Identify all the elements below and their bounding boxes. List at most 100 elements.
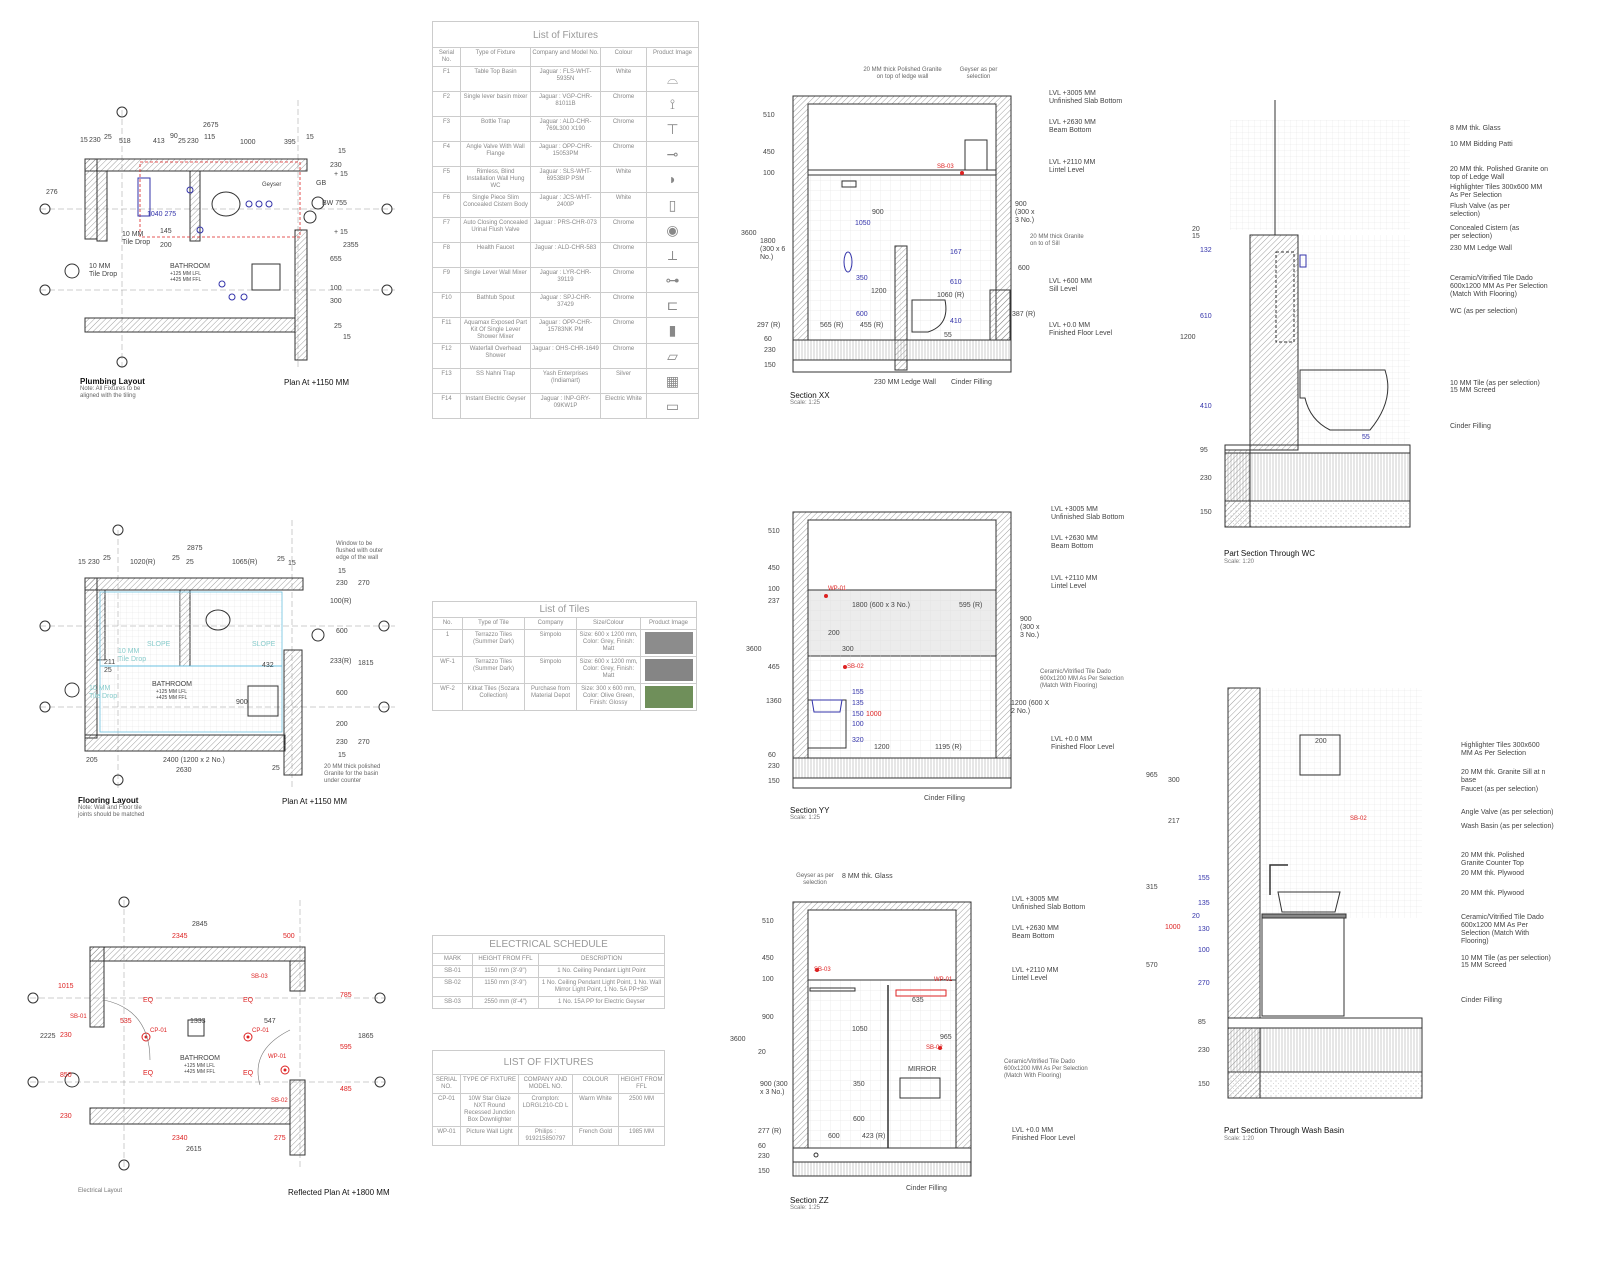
slope-label: SLOPE	[147, 641, 171, 648]
dim: 230	[187, 138, 199, 145]
callout: Highlighter Tiles 300x600 MM As Per Sele…	[1450, 184, 1543, 199]
dim: 15	[288, 560, 296, 567]
table-cell: Chrome	[600, 116, 647, 142]
table-cell: Chrome	[600, 267, 647, 293]
dim: 900	[236, 699, 248, 706]
dim: 510	[763, 112, 775, 119]
level-label: LVL +2630 MM	[1049, 119, 1096, 126]
dim: 535	[120, 1018, 132, 1025]
plumbing-plan-label: Plan At +1150 MM	[284, 378, 349, 387]
table-cell: Size: 600 x 1200 mm, Color: Grey, Finish…	[576, 656, 641, 684]
section-xx-drawing	[792, 95, 1012, 373]
dim: 25	[172, 555, 180, 562]
dim: 518	[119, 138, 131, 145]
dim: 270	[1198, 980, 1210, 987]
dim: 1200 (600 X 2 No.)	[1011, 700, 1050, 715]
table-cell: Size: 600 x 1200 mm, Color: Grey, Finish…	[576, 629, 641, 657]
dim: 297 (R)	[757, 322, 781, 329]
dim: 350	[853, 1081, 865, 1088]
table-cell: 1985 MM	[618, 1126, 665, 1146]
room-label: BATHROOM	[152, 681, 192, 688]
level-desc: Lintel Level	[1051, 583, 1087, 590]
dim: 25	[104, 667, 112, 674]
section-zz-title: Section ZZ	[790, 1196, 829, 1205]
dim: 600	[856, 311, 868, 318]
table-cell: Waterfall Overhead Shower	[460, 343, 531, 369]
table-cell: Simpolo	[524, 629, 577, 657]
table-cell: Jaguar : LYR-CHR-39119	[530, 267, 601, 293]
tile-swatch	[644, 632, 693, 654]
dim: 15	[338, 568, 346, 575]
mirror-label: MIRROR	[908, 1066, 937, 1073]
level-label: LVL +2110 MM	[1049, 159, 1096, 166]
table-cell: Angle Valve With Wall Flange	[460, 141, 531, 167]
sb-03-mark: SB-03	[251, 974, 268, 980]
dim: 155	[1198, 875, 1210, 882]
dim: 230	[336, 739, 348, 746]
plumbing-note: Note: All Fixtures to be aligned with th…	[80, 386, 141, 399]
section-yy-scale: Scale: 1:25	[790, 815, 821, 821]
cp-01-mark: CP-01	[252, 1028, 270, 1034]
column-header: Company and Model No.	[530, 47, 601, 67]
dim: 600	[336, 690, 348, 697]
table-cell: Electric White	[600, 393, 647, 419]
dim: 167	[950, 249, 962, 256]
product-image-cell: ▯	[646, 192, 699, 218]
level-desc: Unfinished Slab Bottom	[1049, 98, 1123, 105]
level-desc: Lintel Level	[1049, 167, 1085, 174]
dim: 25	[272, 765, 280, 772]
window-note: Window to be flushed with outer edge of …	[336, 541, 384, 561]
table-cell: French Gold	[572, 1126, 619, 1146]
dim: 270	[358, 739, 370, 746]
dim: 230	[768, 763, 780, 770]
table-cell: Single Lever Wall Mixer	[460, 267, 531, 293]
table-cell: WF-2	[432, 683, 463, 711]
dim: 230	[330, 162, 342, 169]
dado-note: Ceramic/Vitrified Tile Dado 600x1200 MM …	[1004, 1059, 1088, 1079]
dim: 300	[842, 646, 854, 653]
dim: 1333	[190, 1018, 206, 1025]
callout: Faucet (as per selection)	[1461, 786, 1539, 793]
dim: 1020(R)	[130, 559, 156, 566]
level-desc: Finished Floor Level	[1012, 1135, 1076, 1142]
room-level: +125 MM LFL	[156, 689, 187, 695]
dim: 1200	[874, 744, 890, 751]
tile-drop-label: 10 MM Tile Drop	[89, 263, 118, 278]
dim: 1050	[855, 220, 871, 227]
dim: 85	[1198, 1019, 1206, 1026]
table-cell: F11	[432, 317, 461, 344]
table-cell: Jaguar : OHS-CHR-1649	[530, 343, 601, 369]
table-cell: Philips : 919215850797	[518, 1126, 573, 1146]
dim: 200	[160, 242, 172, 249]
dim: 510	[762, 918, 774, 925]
dim: 60	[764, 336, 772, 343]
table-cell: F2	[432, 91, 461, 117]
dim: 785	[340, 992, 352, 999]
product-image-cell: ⌓	[646, 66, 699, 92]
dim: 900 (300 x 3 No.)	[1020, 616, 1040, 639]
dim: 2340	[172, 1135, 188, 1142]
table-cell: Rimless, Blind Installation Wall Hung WC	[460, 166, 531, 193]
room-level: +425 MM FFL	[170, 277, 202, 283]
table-cell: Size: 300 x 600 mm, Color: Olive Green, …	[576, 683, 641, 711]
glass-note: 8 MM thk. Glass	[842, 873, 893, 880]
dim: 15	[306, 134, 314, 141]
product-image-cell: ⊏	[646, 292, 699, 318]
dim: 55	[1362, 434, 1370, 441]
column-header: COLOUR	[572, 1074, 619, 1094]
plumbing-plan	[39, 100, 395, 370]
dim: 635	[912, 997, 924, 1004]
plumbing-layout-title: Plumbing Layout	[80, 377, 145, 386]
product-thumbnail-icon: ▱	[667, 347, 678, 364]
geyser-note: Geyser as per selection	[796, 873, 834, 886]
table-cell: 1	[432, 629, 463, 657]
callout: 20 MM thk. Plywood	[1461, 870, 1525, 877]
product-image-cell: ⟟	[646, 91, 699, 117]
dim: 230	[1198, 1047, 1210, 1054]
